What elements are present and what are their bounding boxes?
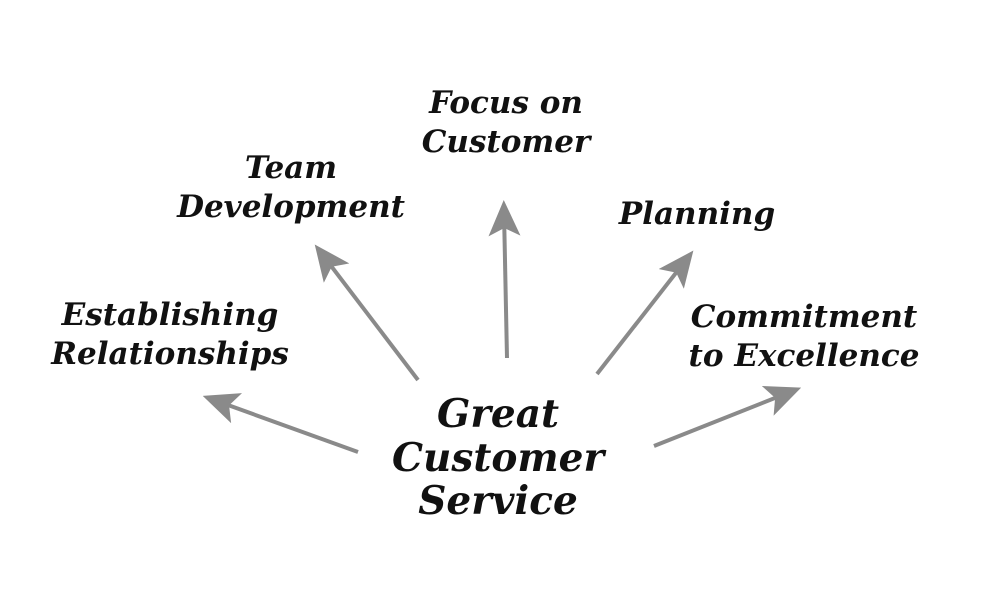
branch-team-development: Team Development	[177, 149, 405, 227]
branch-label-line-1: Focus on	[429, 85, 583, 121]
branch-label-line-2: Customer	[421, 123, 591, 160]
branch-planning: Planning	[619, 195, 775, 234]
branch-label-line-2: to Excellence	[688, 337, 920, 374]
center-title-line-1: Great	[437, 391, 559, 437]
branch-focus-on-customer: Focus on Customer	[422, 84, 591, 162]
center-title-line-2: Customer	[391, 434, 605, 481]
arrow-to-establishing-relationships	[202, 393, 359, 454]
branch-label-line-2: Relationships	[51, 335, 289, 372]
center-title-line-3: Service	[418, 478, 578, 525]
branch-label-line-1: Planning	[618, 196, 776, 232]
branch-label-line-1: Team	[244, 150, 338, 186]
branch-label-line-1: Establishing	[61, 297, 279, 333]
branch-label-line-2: Development	[177, 188, 405, 225]
branch-establishing-relationships: Establishing Relationships	[51, 296, 289, 374]
arrow-to-planning	[595, 250, 694, 376]
arrow-to-commitment-to-excellence	[653, 385, 802, 448]
arrow-to-team-development	[314, 244, 420, 382]
branch-label-line-1: Commitment	[690, 299, 918, 335]
arrow-to-focus-on-customer	[488, 200, 521, 359]
center-title: Great Customer Service	[391, 391, 605, 525]
branch-commitment-to-excellence: Commitment to Excellence	[689, 298, 920, 376]
